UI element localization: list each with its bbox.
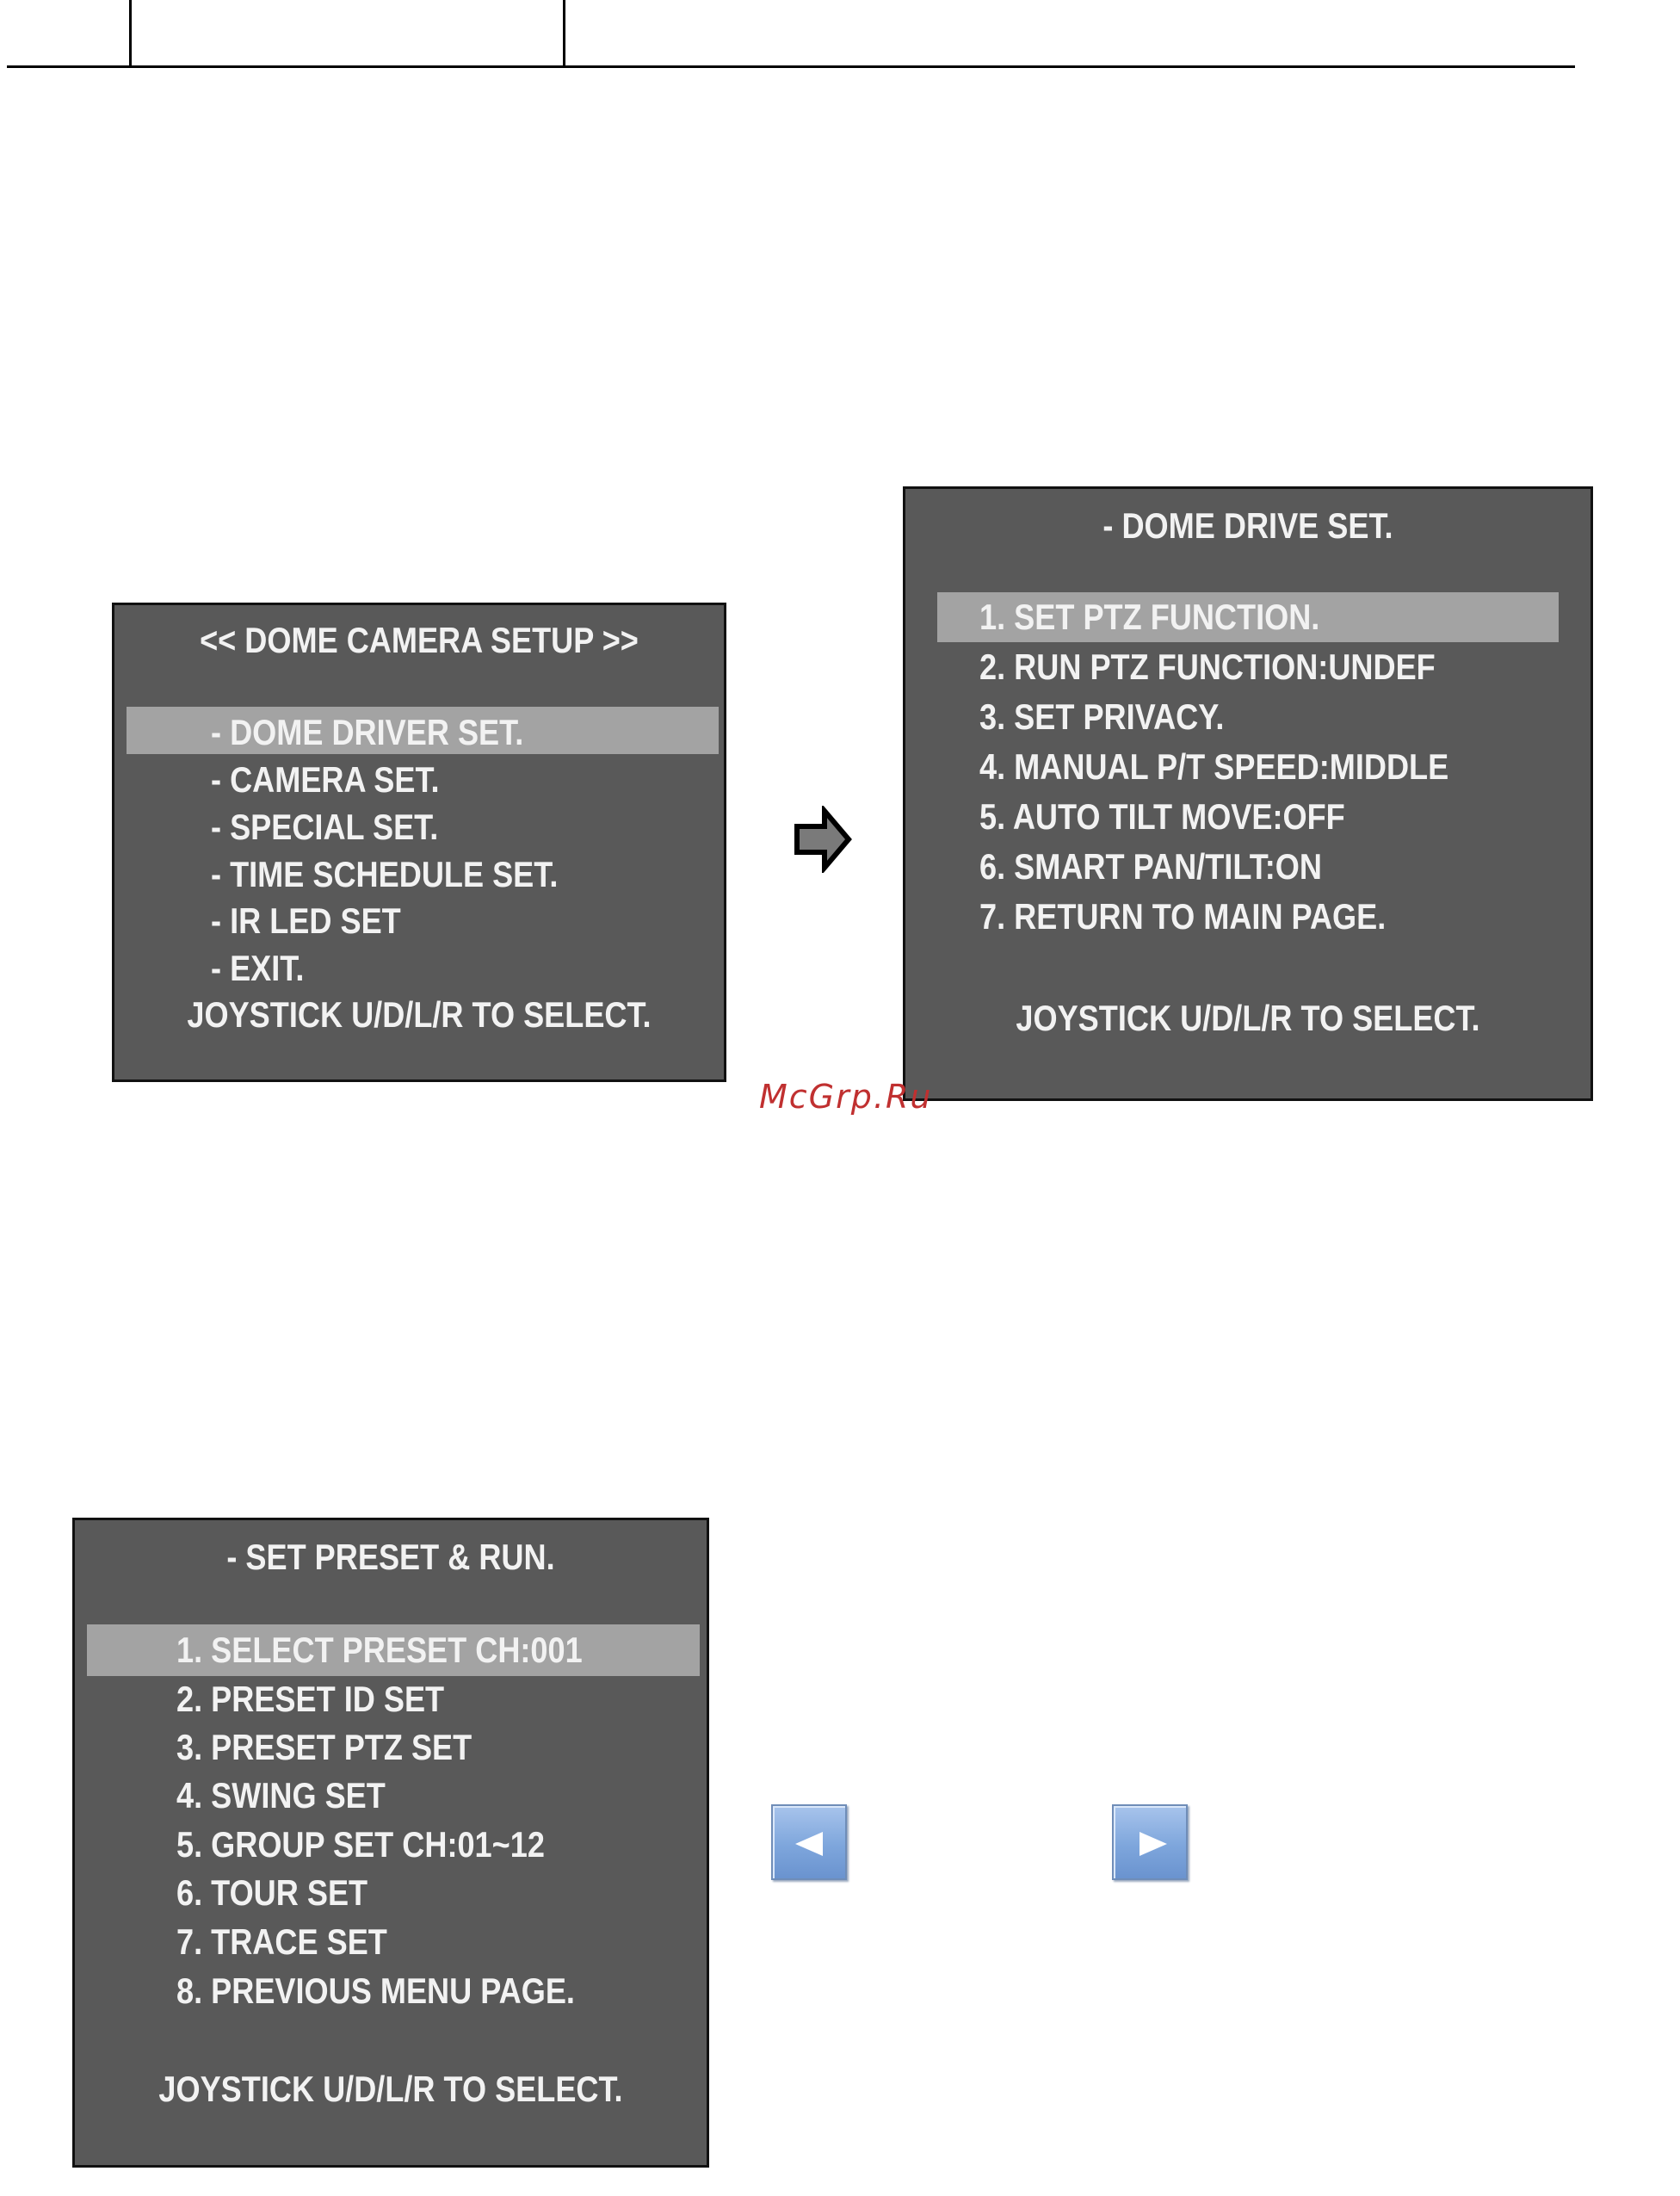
menu-footer: JOYSTICK U/D/L/R TO SELECT. — [158, 2069, 623, 2109]
dome-camera-setup-menu: << DOME CAMERA SETUP >> - DOME DRIVER SE… — [112, 603, 726, 1082]
menu-item-preset-ptz-set[interactable]: 3. PRESET PTZ SET — [176, 1727, 472, 1767]
menu-item-time-schedule-set[interactable]: - TIME SCHEDULE SET. — [211, 854, 559, 894]
selection-highlight — [937, 592, 1559, 642]
menu-footer: JOYSTICK U/D/L/R TO SELECT. — [1016, 998, 1480, 1038]
header-bottom-rule — [7, 65, 1575, 68]
triangle-left-icon — [795, 1832, 823, 1856]
set-preset-run-menu: - SET PRESET & RUN. 1. SELECT PRESET CH:… — [72, 1518, 709, 2168]
menu-title: << DOME CAMERA SETUP >> — [200, 620, 639, 660]
selection-highlight — [127, 707, 719, 754]
arrow-right-icon — [794, 806, 852, 873]
menu-item-tour-set[interactable]: 6. TOUR SET — [176, 1872, 368, 1913]
triangle-right-icon — [1140, 1832, 1167, 1856]
menu-item-set-ptz-function[interactable]: 1. SET PTZ FUNCTION. — [979, 597, 1320, 637]
menu-title: - SET PRESET & RUN. — [226, 1537, 555, 1577]
menu-title: - DOME DRIVE SET. — [1102, 505, 1393, 546]
menu-item-manual-pt-speed[interactable]: 4. MANUAL P/T SPEED:MIDDLE — [979, 746, 1449, 787]
menu-item-dome-driver-set[interactable]: - DOME DRIVER SET. — [211, 712, 524, 752]
menu-item-camera-set[interactable]: - CAMERA SET. — [211, 759, 440, 800]
menu-item-previous-menu-page[interactable]: 8. PREVIOUS MENU PAGE. — [176, 1970, 575, 2011]
dome-drive-set-menu: - DOME DRIVE SET. 1. SET PTZ FUNCTION. 2… — [903, 486, 1593, 1101]
header-divider-1 — [129, 0, 132, 67]
menu-item-select-preset-ch[interactable]: 1. SELECT PRESET CH:001 — [176, 1630, 583, 1670]
menu-item-group-set[interactable]: 5. GROUP SET CH:01~12 — [176, 1824, 545, 1865]
menu-item-swing-set[interactable]: 4. SWING SET — [176, 1775, 386, 1816]
menu-item-exit[interactable]: - EXIT. — [211, 948, 305, 988]
selection-highlight — [87, 1624, 700, 1676]
menu-item-run-ptz-function[interactable]: 2. RUN PTZ FUNCTION:UNDEF — [979, 646, 1436, 687]
menu-item-return-to-main-page[interactable]: 7. RETURN TO MAIN PAGE. — [979, 896, 1387, 937]
menu-item-smart-pan-tilt[interactable]: 6. SMART PAN/TILT:ON — [979, 846, 1322, 887]
menu-footer: JOYSTICK U/D/L/R TO SELECT. — [187, 994, 652, 1035]
menu-item-auto-tilt-move[interactable]: 5. AUTO TILT MOVE:OFF — [979, 796, 1345, 837]
menu-item-ir-led-set[interactable]: - IR LED SET — [211, 900, 401, 941]
left-button[interactable] — [771, 1804, 847, 1880]
menu-item-trace-set[interactable]: 7. TRACE SET — [176, 1921, 387, 1962]
menu-item-special-set[interactable]: - SPECIAL SET. — [211, 807, 439, 847]
header-divider-2 — [563, 0, 565, 67]
watermark: McGrp.Ru — [759, 1078, 933, 1116]
menu-item-preset-id-set[interactable]: 2. PRESET ID SET — [176, 1679, 445, 1719]
right-button[interactable] — [1112, 1804, 1188, 1880]
menu-item-set-privacy[interactable]: 3. SET PRIVACY. — [979, 696, 1225, 737]
